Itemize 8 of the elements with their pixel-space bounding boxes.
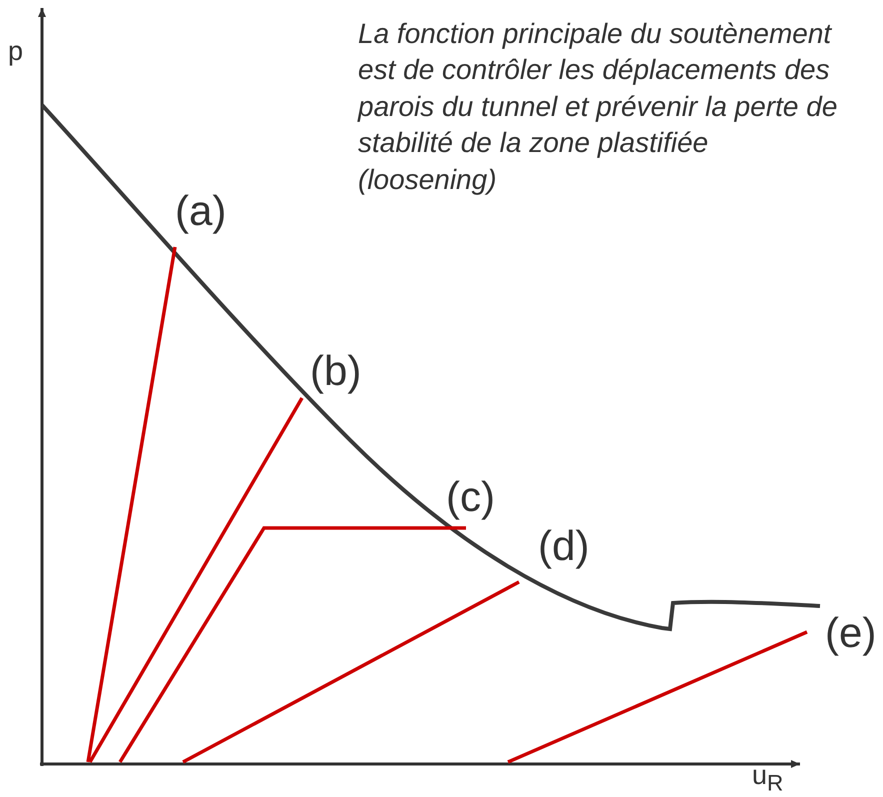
curve-label: (c): [446, 476, 495, 518]
curve-label: (e): [825, 612, 876, 654]
curve-label: (d): [538, 525, 590, 567]
curve-label: (b): [310, 350, 362, 392]
axis-label: u$_{R}$: [752, 762, 784, 795]
curve-label: (a): [175, 190, 226, 232]
axis-label: p: [8, 38, 24, 65]
annotation-text: La fonction principale du soutènement est de contrôler les déplacements des parois du tunnel et prévenir la perte de stabilité de la zone plastifiée (loosening): [358, 17, 838, 197]
